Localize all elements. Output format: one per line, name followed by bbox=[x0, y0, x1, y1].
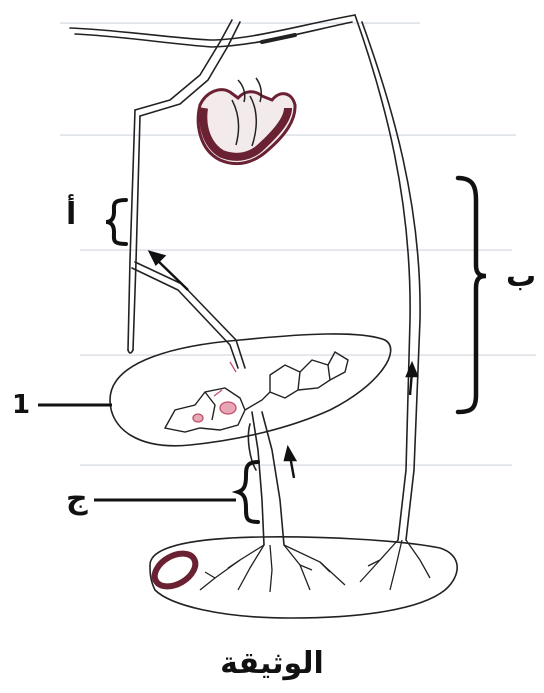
flow-arrows bbox=[150, 252, 417, 478]
vessel-c-left bbox=[252, 412, 264, 545]
vessel-b-left bbox=[355, 15, 410, 540]
capillary-red-dot bbox=[220, 402, 236, 414]
intestine-organ bbox=[149, 537, 457, 618]
capillary-red-stroke bbox=[230, 362, 236, 372]
brace-icon bbox=[238, 462, 258, 522]
heart-shape bbox=[198, 78, 295, 164]
figure-caption: الوثيقة bbox=[0, 646, 544, 681]
label-c: ج bbox=[66, 484, 88, 514]
intestine-vessels bbox=[200, 540, 430, 592]
capillary-red-stroke bbox=[214, 390, 222, 396]
label-b: ب bbox=[506, 262, 536, 292]
brace-icon bbox=[458, 178, 486, 412]
liver-organ bbox=[110, 334, 391, 446]
brace-icon bbox=[106, 200, 126, 244]
vessel-mark bbox=[262, 35, 295, 42]
vessel-b-right bbox=[362, 22, 420, 540]
vessel-a-end bbox=[128, 350, 133, 353]
vessel-branch-liver bbox=[132, 268, 238, 368]
label-1: 1 bbox=[12, 392, 30, 418]
label-a: أ bbox=[66, 200, 76, 230]
liver-capillaries bbox=[165, 352, 348, 432]
capillary-red-dot bbox=[193, 414, 203, 422]
arrow-up-icon bbox=[285, 448, 295, 478]
vessel-top-inner bbox=[75, 22, 352, 47]
